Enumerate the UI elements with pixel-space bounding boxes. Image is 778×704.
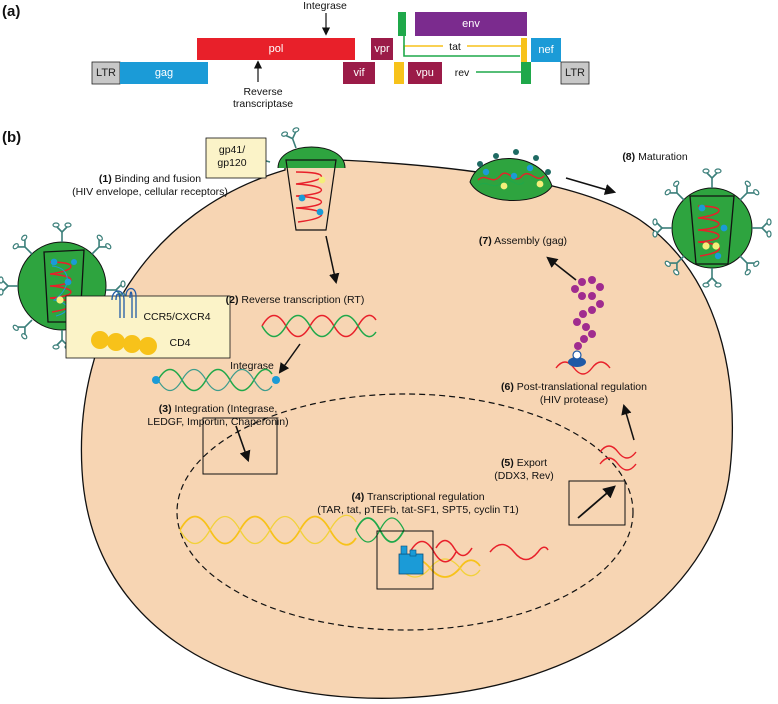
gp41-label: gp41/ bbox=[219, 144, 245, 156]
host-cell bbox=[80, 150, 734, 699]
gene-gag bbox=[120, 62, 208, 84]
arrow-export-to-ptr bbox=[621, 403, 635, 441]
gp-label-box bbox=[205, 137, 267, 179]
host-chromatin bbox=[179, 514, 481, 578]
rt-dna-helix bbox=[261, 314, 377, 338]
arrow-into-nucleus bbox=[235, 425, 251, 463]
gene-ltr-right bbox=[560, 61, 590, 85]
integrase-gene-label: Integrase bbox=[303, 0, 347, 12]
gene-rev-exon1 bbox=[398, 12, 406, 36]
tat-label: tat bbox=[449, 41, 461, 53]
gag-polyprotein bbox=[571, 276, 604, 350]
gene-rev-exon2 bbox=[521, 62, 531, 84]
step-6-label: (6) Post-translational regulation bbox=[501, 381, 647, 393]
cd4-receptor bbox=[91, 331, 157, 355]
step-8-label: (8) Maturation bbox=[622, 151, 688, 163]
gene-vpr bbox=[371, 38, 393, 60]
gene-pol bbox=[197, 38, 355, 60]
mature-virion bbox=[652, 168, 772, 288]
gene-tat-exon2 bbox=[521, 38, 527, 62]
gene-vif bbox=[343, 62, 375, 84]
gene-env bbox=[415, 12, 527, 36]
exported-rna bbox=[599, 445, 637, 471]
export-zoom-box bbox=[568, 480, 626, 526]
step-2-label: (2) Reverse transcription (RT) bbox=[226, 294, 365, 306]
step-1-detail: (HIV envelope, cellular receptors) bbox=[72, 186, 228, 198]
step-4-label: (4) Transcriptional regulation bbox=[351, 491, 484, 503]
step-7-label: (7) Assembly (gag) bbox=[479, 235, 567, 247]
gene-vpu-label: vpu bbox=[416, 67, 434, 79]
arrow-ptr-to-assembly bbox=[546, 256, 577, 281]
gene-nef bbox=[531, 38, 561, 62]
gp120-label: gp120 bbox=[217, 157, 246, 169]
nascent-rna-1 bbox=[435, 539, 473, 557]
ribosome-translation bbox=[555, 350, 611, 375]
gene-nef-label: nef bbox=[538, 44, 554, 56]
nucleus bbox=[176, 393, 634, 631]
gene-vpu bbox=[408, 62, 442, 84]
gene-gag-label: gag bbox=[155, 67, 173, 79]
integration-dna bbox=[152, 368, 280, 392]
gene-ltr-left-label: LTR bbox=[96, 67, 116, 79]
ccr5-label: CCR5/CXCR4 bbox=[143, 311, 210, 323]
step-4-detail: (TAR, tat, pTEFb, tat-SF1, SPT5, cyclin … bbox=[317, 504, 519, 516]
genome-map: LTR gag pol vif vpr vpu env nef LTR tat … bbox=[91, 0, 590, 110]
nascent-rna-2 bbox=[489, 543, 549, 561]
arrow-assembly-to-maturation bbox=[565, 177, 617, 195]
rt-gene-label-1: Reverse bbox=[243, 86, 282, 98]
gene-ltr-right-label: LTR bbox=[565, 67, 585, 79]
rev-label: rev bbox=[455, 67, 470, 79]
step-5-detail: (DDX3, Rev) bbox=[494, 470, 554, 482]
step-3-label: (3) Integration (Integrase, bbox=[159, 403, 278, 415]
cd4-label: CD4 bbox=[169, 337, 190, 349]
fusing-virion bbox=[248, 126, 346, 231]
transcription-zoom-box bbox=[376, 530, 434, 590]
arrow-rt-to-integration bbox=[278, 343, 301, 374]
budding-virion bbox=[469, 149, 553, 202]
gene-vpr-label: vpr bbox=[374, 43, 390, 55]
transcription-complex bbox=[398, 545, 424, 575]
panel-a-label: (a) bbox=[2, 3, 20, 20]
arrow-export bbox=[577, 485, 616, 519]
integration-zoom-box bbox=[202, 417, 278, 475]
step-5-label: (5) Export bbox=[501, 457, 547, 469]
ccr5-receptor bbox=[111, 287, 137, 318]
arrow-entry-to-rt bbox=[325, 235, 340, 285]
rt-gene-label-2: transcriptase bbox=[233, 98, 293, 110]
gene-tat-exon1 bbox=[394, 62, 404, 84]
rev-splice-line bbox=[403, 36, 521, 73]
gene-pol-label: pol bbox=[269, 43, 284, 55]
step-3-detail: LEDGF, Importin, Chaperonin) bbox=[147, 416, 288, 428]
gene-vif-label: vif bbox=[354, 67, 366, 79]
step-1-label: (1) Binding and fusion bbox=[99, 173, 201, 185]
step-6-detail: (HIV protease) bbox=[540, 394, 608, 406]
panel-b-label: (b) bbox=[2, 129, 21, 146]
gene-env-label: env bbox=[462, 18, 480, 30]
